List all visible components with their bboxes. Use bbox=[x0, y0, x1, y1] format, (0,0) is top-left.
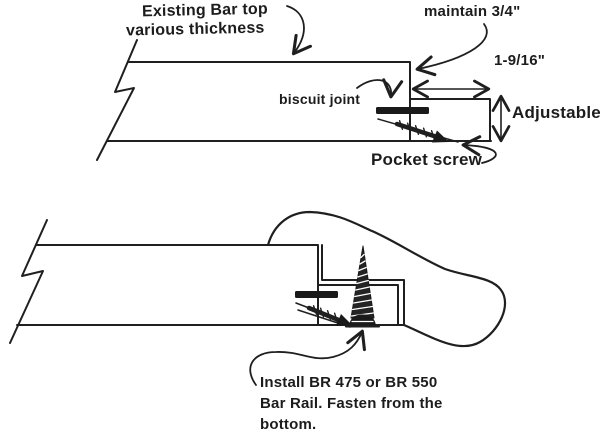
leader-arrow-install bbox=[249, 329, 366, 386]
bar-top-outline-bottom bbox=[16, 244, 405, 326]
leader-arrow-pocket-screw bbox=[461, 135, 497, 164]
pocket-screw-bottom bbox=[295, 302, 357, 328]
label-maintain-three-quarter: maintain 3/4" bbox=[424, 3, 521, 20]
top-cross-section bbox=[96, 5, 511, 164]
screw-head bbox=[349, 314, 376, 326]
install-note-line1: Install BR 475 or BR 550 bbox=[260, 374, 438, 391]
label-width-dimension: 1-9/16" bbox=[494, 52, 546, 69]
leader-arrow-biscuit-joint bbox=[356, 78, 404, 99]
leader-arrow-existing-bar-top bbox=[286, 5, 312, 56]
label-existing-bar-top-line2: various thickness bbox=[125, 19, 265, 40]
bottom-cross-section bbox=[9, 210, 507, 386]
install-note-line2: Bar Rail. Fasten from the bbox=[260, 395, 443, 412]
pocket-screw-top bbox=[377, 118, 459, 143]
biscuit bbox=[376, 107, 429, 114]
label-install-note: Install BR 475 or BR 550 Bar Rail. Faste… bbox=[260, 372, 443, 435]
label-pocket-screw: Pocket screw bbox=[371, 150, 483, 169]
leader-arrow-maintain bbox=[415, 23, 488, 77]
label-biscuit-joint: biscuit joint bbox=[279, 91, 361, 107]
vertical-screw bbox=[345, 245, 380, 328]
bar-rail-profile bbox=[266, 210, 507, 348]
break-line-icon bbox=[9, 219, 48, 344]
label-adjustable: Adjustable bbox=[512, 103, 600, 122]
break-line-icon bbox=[96, 39, 138, 161]
bar-top-outline bbox=[106, 61, 492, 142]
label-existing-bar-top-line1: Existing Bar top bbox=[141, 0, 269, 21]
install-note-line3: bottom. bbox=[260, 416, 317, 433]
biscuit bbox=[295, 291, 338, 298]
